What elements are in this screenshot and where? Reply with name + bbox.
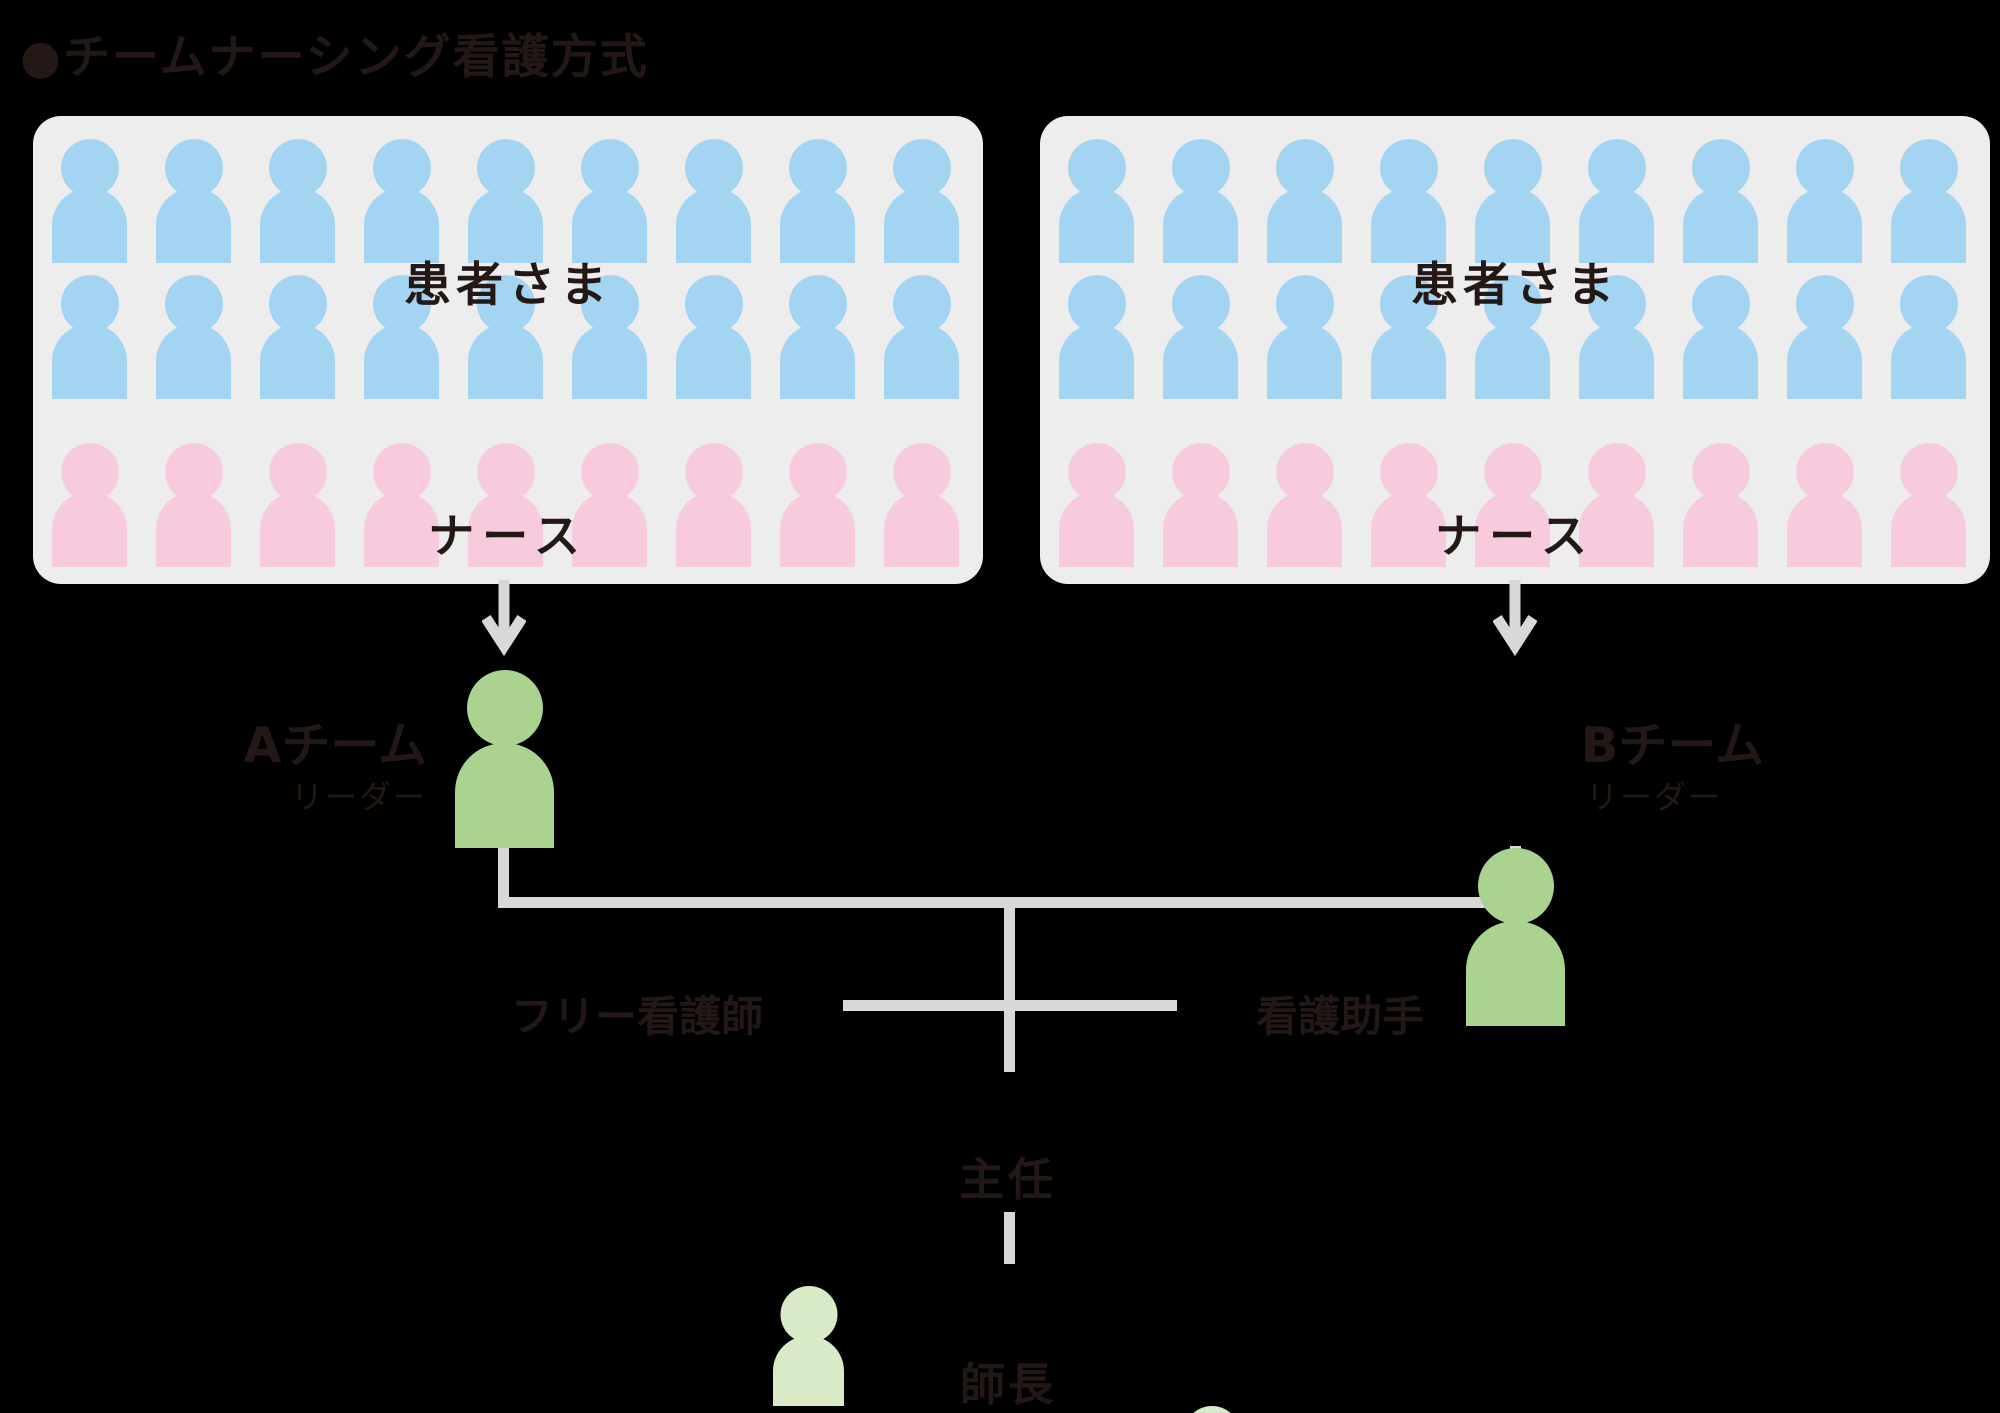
patient-row (52, 275, 959, 399)
patient-icon (1267, 139, 1342, 263)
nurse-icon (1059, 443, 1134, 567)
patient-icon (1891, 275, 1966, 399)
patient-icon (780, 275, 855, 399)
patients-label: 患者さま (404, 258, 612, 313)
patient-icon (1475, 139, 1550, 263)
staff-horizontal-line (843, 1000, 1177, 1011)
patient-icon (1163, 275, 1238, 399)
patient-icon (1371, 275, 1446, 399)
team-a-role-label: リーダー (290, 778, 427, 816)
nurse-icon (1787, 443, 1862, 567)
patient-icon (468, 275, 543, 399)
nurse-icon (156, 443, 231, 567)
nurses-label: ナース (428, 509, 588, 563)
patient-icon (1371, 139, 1446, 263)
patient-icon (52, 275, 127, 399)
nurse-icon (1683, 443, 1758, 567)
nurse-icon (1891, 443, 1966, 567)
nurse-row (52, 443, 959, 567)
patient-icon (676, 275, 751, 399)
patient-icon (1891, 139, 1966, 263)
patient-icon (364, 139, 439, 263)
patient-icon (1683, 275, 1758, 399)
nurse-icon (1163, 443, 1238, 567)
nurse-icon (52, 443, 127, 567)
team-a-label: Aチーム (243, 717, 427, 774)
nurses-label: ナース (1435, 509, 1595, 563)
nurse-icon (1267, 443, 1342, 567)
leader-a-icon (455, 670, 554, 848)
down-arrow-icon (1493, 580, 1537, 657)
patient-row (1059, 275, 1966, 399)
nurse-icon (1371, 443, 1446, 567)
page-title: ●チームナーシング看護方式 (20, 30, 649, 85)
patient-icon (884, 275, 959, 399)
chief-to-head-nurse-line (1004, 1212, 1015, 1264)
team-a-box: 患者さま ナース (33, 116, 983, 584)
leader-b-icon (1466, 848, 1565, 1026)
team-b-role-label: リーダー (1586, 778, 1723, 816)
patients-label: 患者さま (1411, 258, 1619, 313)
nurse-icon (1579, 443, 1654, 567)
patient-icon (884, 139, 959, 263)
patient-icon (260, 139, 335, 263)
nurse-icon (468, 443, 543, 567)
nurse-icon (364, 443, 439, 567)
head-nurse-label: 師長 (959, 1358, 1056, 1411)
team-b-label: Bチーム (1581, 717, 1764, 774)
free-nurse-icon (773, 1286, 844, 1406)
patient-icon (572, 139, 647, 263)
main-horizontal-line (498, 897, 1521, 908)
patient-icon (780, 139, 855, 263)
patient-row (52, 139, 959, 263)
patient-icon (364, 275, 439, 399)
nurse-icon (572, 443, 647, 567)
patient-icon (1579, 139, 1654, 263)
patient-icon (1683, 139, 1758, 263)
nurse-row (1059, 443, 1966, 567)
leader-a-connector-line (498, 846, 509, 908)
patient-icon (1787, 139, 1862, 263)
patient-icon (1267, 275, 1342, 399)
patient-icon (1579, 275, 1654, 399)
nurse-icon (676, 443, 751, 567)
patient-icon (260, 275, 335, 399)
patient-icon (52, 139, 127, 263)
patient-icon (676, 139, 751, 263)
patient-icon (1787, 275, 1862, 399)
team-b-box: 患者さま ナース (1040, 116, 1990, 584)
down-arrow-icon (482, 580, 526, 657)
nurse-icon (260, 443, 335, 567)
patient-row (1059, 139, 1966, 263)
patient-icon (468, 139, 543, 263)
patient-icon (1059, 139, 1134, 263)
nurse-icon (884, 443, 959, 567)
patient-icon (156, 139, 231, 263)
patient-icon (156, 275, 231, 399)
patient-icon (1475, 275, 1550, 399)
nurse-icon (780, 443, 855, 567)
chief-label: 主任 (958, 1153, 1057, 1206)
nurse-icon (1475, 443, 1550, 567)
assistant-label: 看護助手 (1256, 992, 1425, 1041)
patient-icon (1163, 139, 1238, 263)
center-vertical-line (1004, 908, 1015, 1072)
patient-icon (1059, 275, 1134, 399)
assistant-icon (1176, 1406, 1247, 1413)
patient-icon (572, 275, 647, 399)
free-nurse-label: フリー看護師 (510, 992, 763, 1041)
